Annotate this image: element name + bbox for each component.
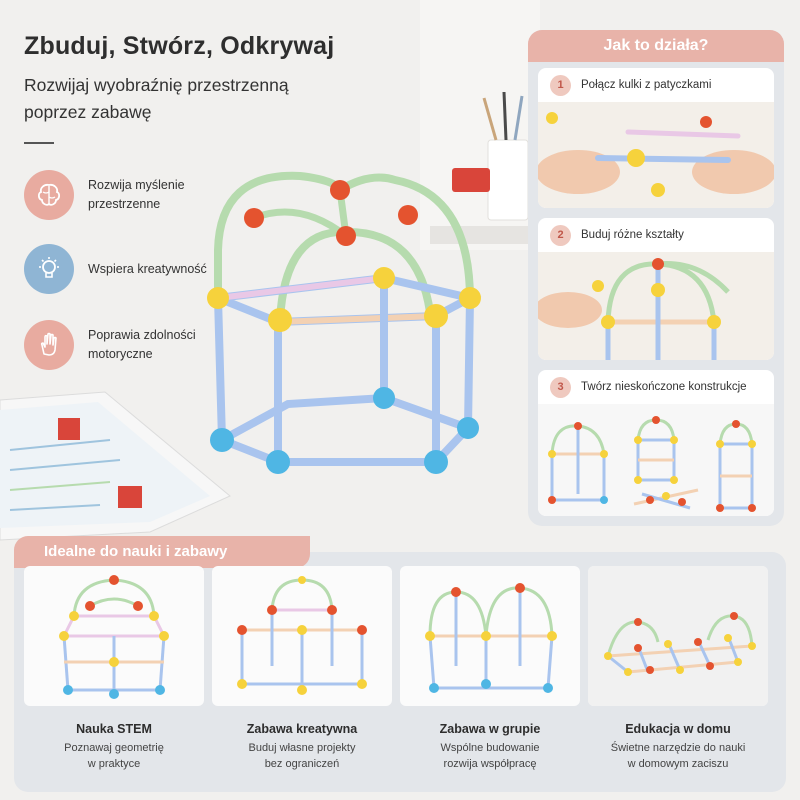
card-creative: Zabawa kreatywna Buduj własne projekty b… — [212, 566, 392, 780]
card-image — [400, 566, 580, 706]
card-description-line: Buduj własne projekty — [248, 742, 356, 754]
brain-icon — [24, 170, 74, 220]
feature-creativity: Wspiera kreatywność — [24, 244, 208, 294]
feature-label: Wspiera kreatywność — [88, 261, 207, 276]
step-number: 3 — [550, 376, 571, 398]
hand-icon — [24, 320, 74, 370]
card-image — [24, 566, 204, 706]
pen-cup — [482, 91, 529, 221]
red-box — [452, 168, 490, 192]
learn-and-play-title: Idealne do nauki i zabawy — [14, 536, 310, 568]
card-description-line: w domowym zaciszu — [627, 758, 729, 770]
how-it-works-title: Jak to działa? — [528, 30, 784, 62]
step-number: 2 — [550, 224, 571, 246]
card-description-line: rozwija współpracę — [443, 758, 537, 770]
card-description: Świetne narzędzie do nauki w domowym zac… — [588, 740, 768, 772]
feature-label: Rozwija myślenie przestrzenne — [88, 178, 185, 211]
step-label: Buduj różne kształty — [581, 229, 684, 241]
idea-icon — [24, 244, 74, 294]
feature-label: Poprawia zdolności motoryczne — [88, 328, 196, 361]
manual-booklet — [0, 391, 231, 541]
step-card: 1 Połącz kulki z patyczkami — [538, 68, 774, 208]
card-description-line: Świetne narzędzie do nauki — [610, 742, 746, 754]
card-description: Wspólne budowanie rozwija współpracę — [400, 740, 580, 772]
page-subtitle: Rozwijaj wyobraźnię przestrzenną poprzez… — [24, 75, 289, 122]
step-photo-constructions — [538, 404, 774, 516]
card-home: Edukacja w domu Świetne narzędzie do nau… — [588, 566, 768, 780]
step-label: Twórz nieskończone konstrukcje — [581, 381, 747, 393]
step-card: 3 Twórz nieskończone konstrukcje — [538, 370, 774, 516]
how-it-works-panel: Jak to działa? 1 Połącz kulki z patyczka… — [528, 30, 784, 526]
step-label: Połącz kulki z patyczkami — [581, 79, 712, 91]
card-group: Zabawa w grupie Wspólne budowanie rozwij… — [400, 566, 580, 780]
card-title: Edukacja w domu — [625, 722, 731, 736]
card-image — [588, 566, 768, 706]
feature-spatial-thinking: Rozwija myślenie przestrzenne — [24, 170, 208, 220]
step-photo-build — [538, 252, 774, 360]
step-photo-connect — [538, 102, 774, 208]
card-description: Buduj własne projekty bez ograniczeń — [212, 740, 392, 772]
card-stem: Nauka STEM Poznawaj geometrię w praktyce — [24, 566, 204, 780]
card-description-line: w praktyce — [87, 758, 141, 770]
card-title: Zabawa w grupie — [439, 722, 541, 736]
card-description-line: Wspólne budowanie — [440, 742, 540, 754]
card-description-line: Poznawaj geometrię — [64, 742, 164, 754]
hero-construction — [207, 171, 482, 474]
step-number: 1 — [550, 74, 571, 96]
card-description: Poznawaj geometrię w praktyce — [24, 740, 204, 772]
card-description-line: bez ograniczeń — [264, 758, 340, 770]
card-title: Zabawa kreatywna — [246, 722, 358, 736]
page-title: Zbuduj, Stwórz, Odkrywaj — [24, 32, 335, 60]
step-card: 2 Buduj różne kształty — [538, 218, 774, 360]
card-title: Nauka STEM — [76, 722, 152, 736]
title-divider — [24, 142, 54, 144]
feature-motor-skills: Poprawia zdolności motoryczne — [24, 320, 208, 370]
card-image — [212, 566, 392, 706]
